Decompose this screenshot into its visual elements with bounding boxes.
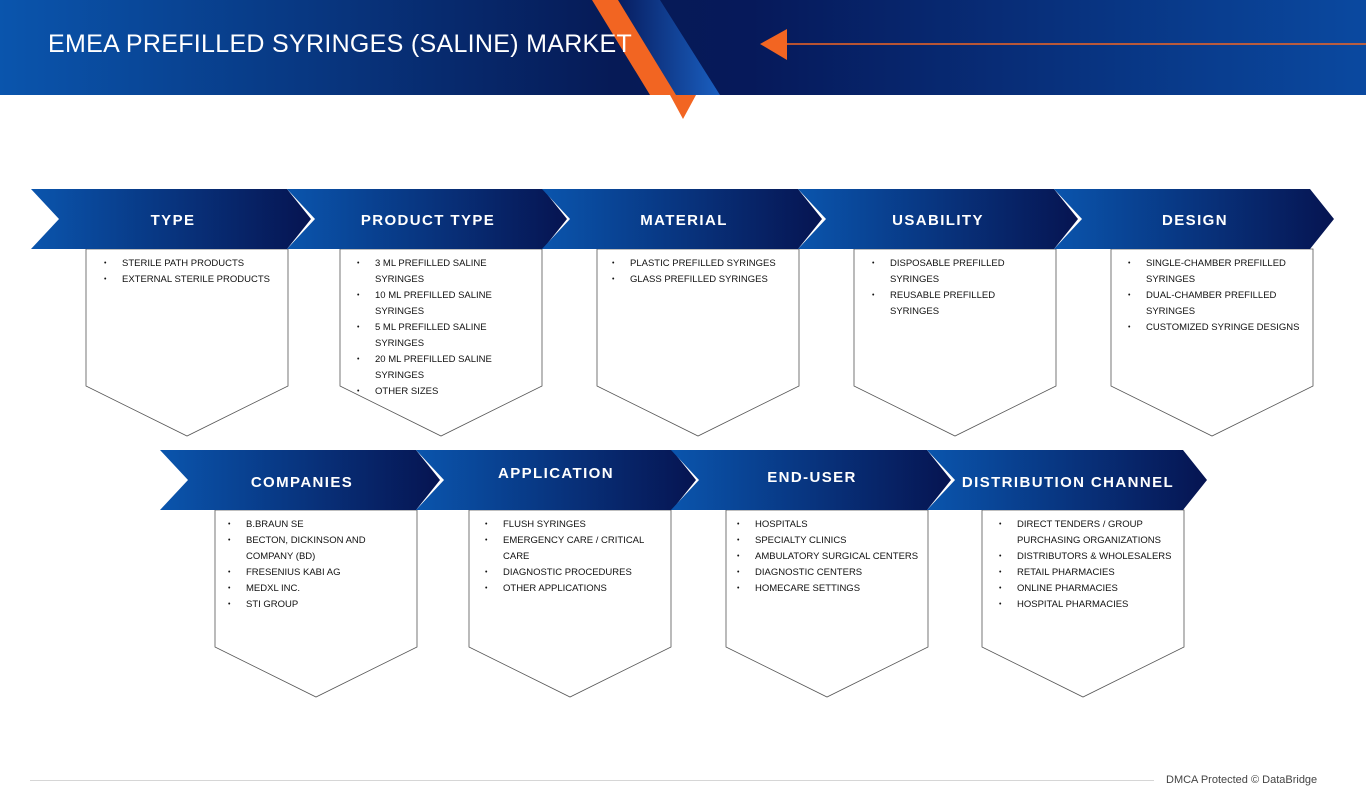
orange-left-arrow-icon [760,29,787,60]
header-banner: EMEA PREFILLED SYRINGES (SALINE) MARKET [0,0,1366,95]
list-item: 10 ML PREFILLED SALINE SYRINGES [357,288,527,320]
header-companies: COMPANIES [250,474,354,491]
chevron-companies [160,450,440,510]
list-item: 5 ML PREFILLED SALINE SYRINGES [357,320,527,352]
list-item: SINGLE-CHAMBER PREFILLED SYRINGES [1128,256,1303,288]
list-item: B.BRAUN SE [228,517,413,533]
list-type: STERILE PATH PRODUCTSEXTERNAL STERILE PR… [104,256,279,288]
footer-divider [30,780,1154,781]
chevron-design [1054,189,1334,249]
header-application: APPLICATION [498,465,614,482]
list-item: ONLINE PHARMACIES [999,581,1174,597]
list-design: SINGLE-CHAMBER PREFILLED SYRINGESDUAL-CH… [1128,256,1303,336]
list-item: PLASTIC PREFILLED SYRINGES [612,256,790,272]
header-decoration [592,0,1366,95]
list-companies: B.BRAUN SEBECTON, DICKINSON AND COMPANY … [228,517,413,613]
blue-stripe [612,0,720,95]
list-item: DISTRIBUTORS & WHOLESALERS [999,549,1174,565]
list-item: HOSPITAL PHARMACIES [999,597,1174,613]
header-usability: USABILITY [892,212,984,229]
chevron-type [31,189,311,249]
list-item: EMERGENCY CARE / CRITICAL CARE [485,533,670,565]
list-item: DISPOSABLE PREFILLED SYRINGES [872,256,1042,288]
list-item: DUAL-CHAMBER PREFILLED SYRINGES [1128,288,1303,320]
list-item: FLUSH SYRINGES [485,517,670,533]
chevron-usability [798,189,1078,249]
header-material: MATERIAL [640,212,728,229]
page-title: EMEA PREFILLED SYRINGES (SALINE) MARKET [48,30,633,58]
list-distribution-channel: DIRECT TENDERS / GROUP PURCHASING ORGANI… [999,517,1174,613]
list-material: PLASTIC PREFILLED SYRINGESGLASS PREFILLE… [612,256,790,288]
list-item: EXTERNAL STERILE PRODUCTS [104,272,279,288]
header-product-type: PRODUCT TYPE [360,212,496,229]
list-item: FRESENIUS KABI AG [228,565,413,581]
list-item: OTHER SIZES [357,384,527,400]
list-item: 3 ML PREFILLED SALINE SYRINGES [357,256,527,288]
chevron-material [542,189,822,249]
header-design: DESIGN [1162,212,1228,229]
list-product-type: 3 ML PREFILLED SALINE SYRINGES10 ML PREF… [357,256,527,400]
list-item: RETAIL PHARMACIES [999,565,1174,581]
list-item: DIAGNOSTIC PROCEDURES [485,565,670,581]
list-item: OTHER APPLICATIONS [485,581,670,597]
list-item: STI GROUP [228,597,413,613]
chevron-product-type [287,189,567,249]
list-usability: DISPOSABLE PREFILLED SYRINGESREUSABLE PR… [872,256,1042,320]
list-item: HOMECARE SETTINGS [737,581,922,597]
chevron-distribution-channel [927,450,1207,510]
header-end-user: END-USER [767,469,857,486]
list-item: DIAGNOSTIC CENTERS [737,565,922,581]
list-application: FLUSH SYRINGESEMERGENCY CARE / CRITICAL … [485,517,670,597]
list-item: SPECIALTY CLINICS [737,533,922,549]
chevron-end-user [671,450,951,510]
list-end-user: HOSPITALSSPECIALTY CLINICSAMBULATORY SUR… [737,517,922,597]
list-item: BECTON, DICKINSON AND COMPANY (BD) [228,533,413,565]
list-item: REUSABLE PREFILLED SYRINGES [872,288,1042,320]
orange-stripe [592,0,676,95]
list-item: STERILE PATH PRODUCTS [104,256,279,272]
list-item: DIRECT TENDERS / GROUP PURCHASING ORGANI… [999,517,1174,549]
list-item: MEDXL INC. [228,581,413,597]
list-item: GLASS PREFILLED SYRINGES [612,272,790,288]
list-item: AMBULATORY SURGICAL CENTERS [737,549,922,565]
chevron-application [416,450,696,510]
list-item: 20 ML PREFILLED SALINE SYRINGES [357,352,527,384]
header-type: TYPE [150,212,196,229]
footer-copyright: DMCA Protected © DataBridge [1166,774,1318,786]
header-distribution-channel: DISTRIBUTION CHANNEL [961,474,1175,491]
list-item: CUSTOMIZED SYRINGE DESIGNS [1128,320,1303,336]
list-item: HOSPITALS [737,517,922,533]
